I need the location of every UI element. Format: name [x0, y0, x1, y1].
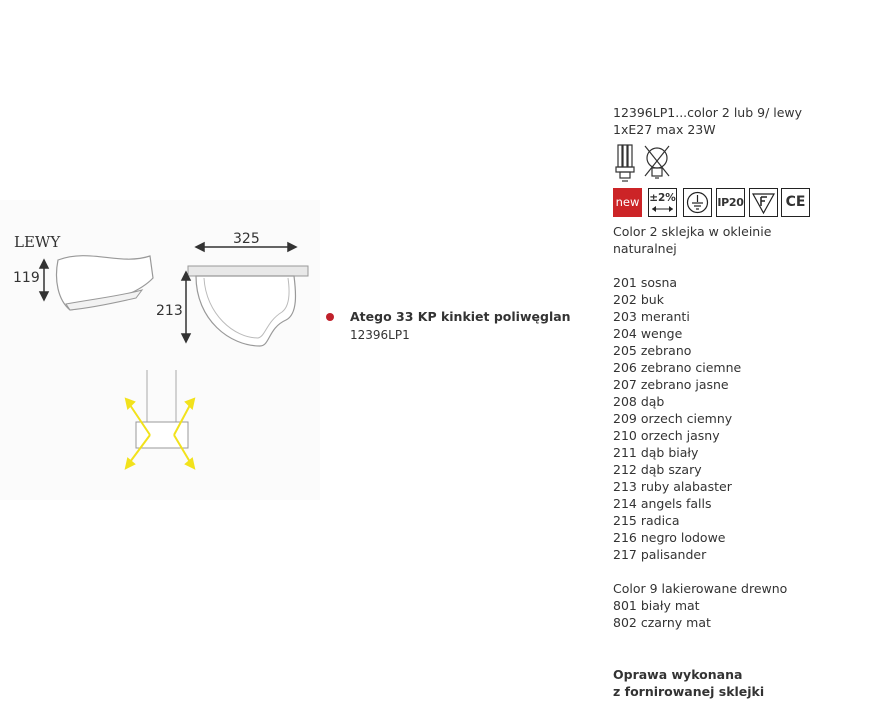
list-item: 207 zebrano jasne: [613, 377, 729, 392]
list-item: 201 sosna: [613, 275, 678, 290]
spec-line-1: 12396LP1...color 2 lub 9/ lewy: [613, 105, 803, 120]
f-mark-icon: [751, 193, 776, 215]
bulb-icons: [613, 144, 863, 184]
list-item: 216 negro lodowe: [613, 530, 726, 545]
list-item: 802 czarny mat: [613, 615, 711, 630]
new-badge: new: [613, 188, 642, 217]
list-item: 206 zebrano ciemne: [613, 360, 742, 375]
technical-drawing-svg: LEWY 119 325 213: [0, 200, 320, 500]
color9-title: Color 9 lakierowane drewno: [613, 581, 788, 596]
material-note-line-2: z fornirowanej sklejki: [613, 684, 765, 699]
color2-title-cont: naturalnej: [613, 241, 677, 256]
specification-panel: 12396LP1...color 2 lub 9/ lewy 1xE27 max…: [613, 104, 863, 631]
width-dimension-label: 325: [233, 231, 260, 247]
light-direction-icon: [124, 370, 196, 470]
product-code: 12396LP1: [350, 328, 410, 342]
material-note-line-1: Oprawa wykonana: [613, 667, 743, 682]
list-item: 212 dąb szary: [613, 462, 702, 477]
list-item: 214 angels falls: [613, 496, 712, 511]
tolerance-text: ±2%: [649, 192, 676, 204]
product-name: Atego 33 KP kinkiet poliwęglan: [350, 309, 571, 324]
ip-rating-badge: IP20: [716, 188, 745, 217]
depth-dimension-label: 213: [156, 303, 183, 319]
list-item: 217 palisander: [613, 547, 707, 562]
protection-class-badge: [683, 188, 712, 217]
list-item: 213 ruby alabaster: [613, 479, 732, 494]
lamp-side-view-icon: [55, 255, 154, 311]
list-item: 202 buk: [613, 292, 664, 307]
list-item: 203 meranti: [613, 309, 690, 324]
width-dimension-arrow: [194, 241, 298, 253]
color2-list: 201 sosna 202 buk 203 meranti 204 wenge …: [613, 274, 863, 563]
list-item: 209 orzech ciemny: [613, 411, 733, 426]
no-incandescent-bulb-icon: [644, 145, 670, 179]
lamp-front-view-icon: [187, 265, 309, 347]
ground-icon: [686, 191, 709, 214]
list-item: 204 wenge: [613, 326, 683, 341]
energy-saving-bulb-icon: [615, 144, 635, 182]
height-dimension-label: 119: [13, 270, 40, 286]
list-item: 211 dąb biały: [613, 445, 699, 460]
bullet-icon: [326, 313, 334, 321]
color9-list: 801 biały mat 802 czarny mat: [613, 597, 863, 631]
color2-section: Color 2 sklejka w okleinie naturalnej: [613, 223, 863, 257]
list-item: 215 radica: [613, 513, 680, 528]
list-item: 801 biały mat: [613, 598, 700, 613]
list-item: 208 dąb: [613, 394, 665, 409]
spec-line-2: 1xE27 max 23W: [613, 122, 716, 137]
height-dimension-arrow: [38, 258, 50, 302]
f-mark-badge: [749, 188, 778, 217]
material-note: Oprawa wykonana z fornirowanej sklejki: [613, 666, 764, 700]
ce-badge: CE: [781, 188, 810, 217]
technical-drawing: LEWY 119 325 213: [0, 200, 320, 500]
color2-title: Color 2 sklejka w okleinie: [613, 224, 772, 239]
tolerance-badge: ±2%: [648, 188, 677, 217]
certification-badges: new ±2% IP20 CE: [613, 188, 863, 220]
list-item: 205 zebrano: [613, 343, 692, 358]
tolerance-arrows-icon: [652, 206, 673, 212]
side-label: LEWY: [14, 233, 61, 251]
depth-dimension-arrow: [180, 270, 192, 344]
list-item: 210 orzech jasny: [613, 428, 720, 443]
